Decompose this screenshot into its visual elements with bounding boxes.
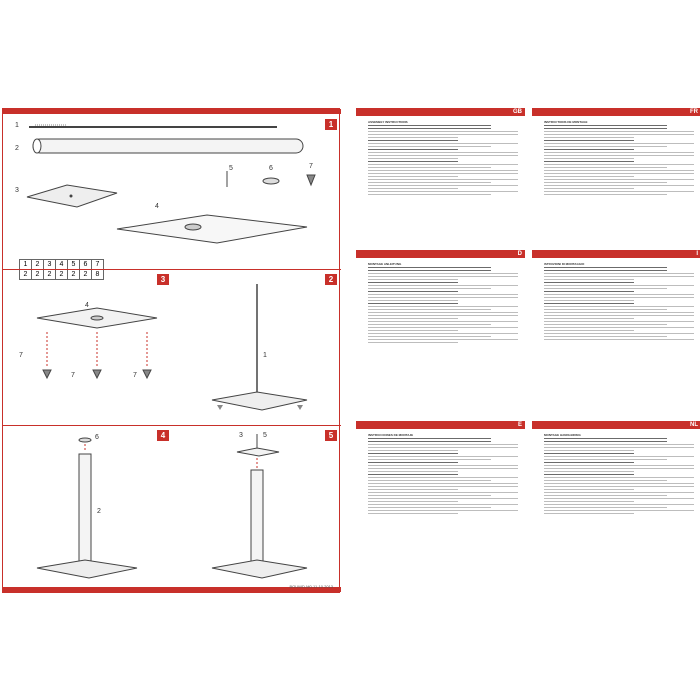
parts-header-cell: 5	[67, 259, 80, 270]
instruction-sheet: 1 1 2	[2, 108, 700, 593]
language-title: ASSEMBLY INSTRUCTIONS	[368, 120, 408, 124]
divider	[3, 425, 341, 426]
language-title: INSTRUCTIONS DE MONTAGE	[544, 120, 588, 124]
text-lines	[368, 267, 518, 345]
language-code: D	[356, 250, 525, 258]
language-title: MONTAGE ANLEITUNG	[368, 262, 402, 266]
language-code: FR	[532, 108, 700, 116]
parts-header-cell: 1	[19, 259, 32, 270]
language-code: NL	[532, 421, 700, 429]
step-number: 4	[157, 430, 169, 441]
language-block-i: I ISTRUZIONI DI MONTAGGIO	[532, 250, 700, 366]
document-code: BOUWD-M0-11-10 2013	[289, 584, 334, 589]
language-code: I	[532, 250, 700, 258]
step-number: 1	[325, 119, 337, 130]
language-column-right: FR INSTRUCTIONS DE MONTAGE I ISTRUZIONI …	[532, 108, 700, 593]
callout-spike: 7	[71, 372, 75, 379]
step-number: 5	[325, 430, 337, 441]
callout-screw: 5	[263, 432, 267, 439]
language-block-fr: FR INSTRUCTIONS DE MONTAGE	[532, 108, 700, 224]
callout-rod: 1	[15, 122, 19, 129]
text-lines	[368, 125, 518, 197]
callout-base: 3	[15, 187, 19, 194]
callout-spike: 7	[309, 163, 313, 170]
parts-header-cell: 3	[43, 259, 56, 270]
text-lines	[368, 438, 518, 516]
callout-tube: 2	[15, 145, 19, 152]
language-code: GB	[356, 108, 525, 116]
step-number: 3	[157, 274, 169, 285]
language-title: ISTRUZIONI DI MONTAGGIO	[544, 262, 585, 266]
callout-rod: 1	[263, 352, 267, 359]
language-block-nl: NL MONTAGE HANDLEIDING	[532, 421, 700, 537]
step-1-drawing	[26, 124, 316, 244]
language-block-gb: GB ASSEMBLY INSTRUCTIONS	[356, 108, 525, 224]
language-block-d: D MONTAGE ANLEITUNG	[356, 250, 525, 366]
top-frame-bar	[3, 109, 341, 114]
divider	[3, 269, 341, 270]
callout-plate: 4	[155, 203, 159, 210]
step-4-5-panel: 4 5 6 2 3 5	[7, 428, 337, 588]
parts-qty-cell: 8	[91, 269, 104, 280]
step-2-panel: 2 3 4 7 7 7 1	[7, 272, 337, 422]
parts-header-cell: 4	[55, 259, 68, 270]
step-2-drawing	[36, 284, 308, 411]
bottom-frame-bar	[3, 587, 341, 592]
callout-plate: 4	[85, 302, 89, 309]
parts-header-cell: 2	[31, 259, 44, 270]
callout-spike: 7	[133, 372, 137, 379]
callout-base: 3	[239, 432, 243, 439]
step-1-panel: 1 1 2	[7, 117, 337, 280]
callout-disc: 6	[269, 165, 273, 172]
callout-cap: 6	[95, 434, 99, 441]
language-title: MONTAGE HANDLEIDING	[544, 433, 581, 437]
language-column-left: GB ASSEMBLY INSTRUCTIONS D MONTAGE ANLEI…	[356, 108, 525, 593]
parts-header-cell: 6	[79, 259, 92, 270]
parts-header-row: 1 2 3 4 5 6 7	[19, 259, 104, 270]
parts-header-cell: 7	[91, 259, 104, 270]
diagram-panel: 1 1 2	[2, 108, 341, 593]
parts-qty-row: 2 2 2 2 2 2 8	[19, 269, 104, 280]
text-lines	[544, 125, 694, 197]
callout-spike: 7	[19, 352, 23, 359]
callout-tube: 2	[97, 508, 101, 515]
text-lines	[544, 267, 694, 342]
text-lines	[544, 438, 694, 516]
language-block-e: E INSTRUCCIONES DE MONTAJE	[356, 421, 525, 537]
language-title: INSTRUCCIONES DE MONTAJE	[368, 433, 414, 437]
language-code: E	[356, 421, 525, 429]
step-number: 2	[325, 274, 337, 285]
callout-screw: 5	[229, 165, 233, 172]
step-4-5-drawing	[36, 434, 308, 579]
